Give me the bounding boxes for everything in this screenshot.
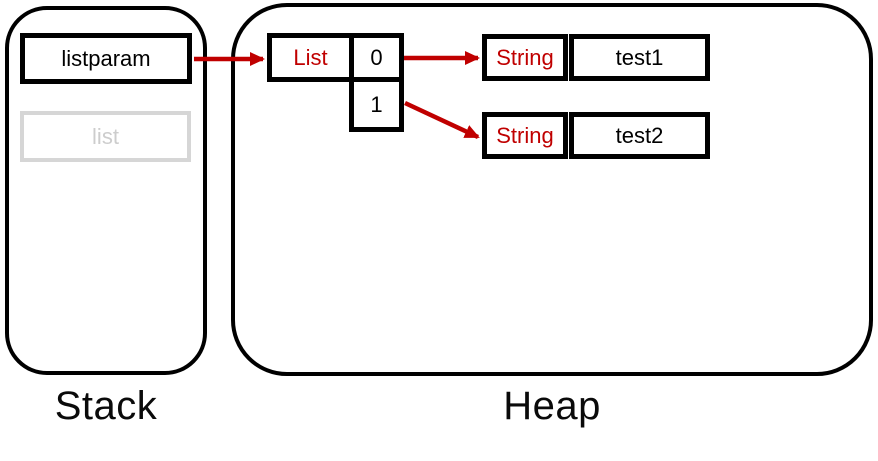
string-object-1-type-label: String bbox=[496, 44, 554, 70]
stack-variable-list-inactive: list bbox=[20, 111, 191, 162]
string-object-1-value-cell: test1 bbox=[569, 34, 710, 81]
string-object-2-value-label: test2 bbox=[615, 122, 664, 148]
string-object-2-type-cell: String bbox=[482, 112, 568, 159]
list-object-type-cell: List bbox=[267, 33, 354, 82]
string-object-2-type-label: String bbox=[496, 122, 554, 148]
stack-variable-list-label: list bbox=[92, 123, 119, 149]
string-object-1-type-cell: String bbox=[482, 34, 568, 81]
list-object-index-1-label: 1 bbox=[370, 91, 383, 117]
string-object-2-value-cell: test2 bbox=[569, 112, 710, 159]
list-object-type-label: List bbox=[293, 44, 328, 70]
string-object-1-value-label: test1 bbox=[615, 44, 664, 70]
stack-region-label: Stack bbox=[54, 384, 158, 428]
heap-region-label: Heap bbox=[503, 384, 601, 428]
list-object-index-0-cell: 0 bbox=[349, 33, 404, 82]
stack-variable-listparam-label: listparam bbox=[61, 45, 151, 71]
list-object-index-1-cell: 1 bbox=[349, 77, 404, 132]
list-object-index-0-label: 0 bbox=[370, 44, 383, 70]
stack-variable-listparam: listparam bbox=[20, 33, 192, 84]
